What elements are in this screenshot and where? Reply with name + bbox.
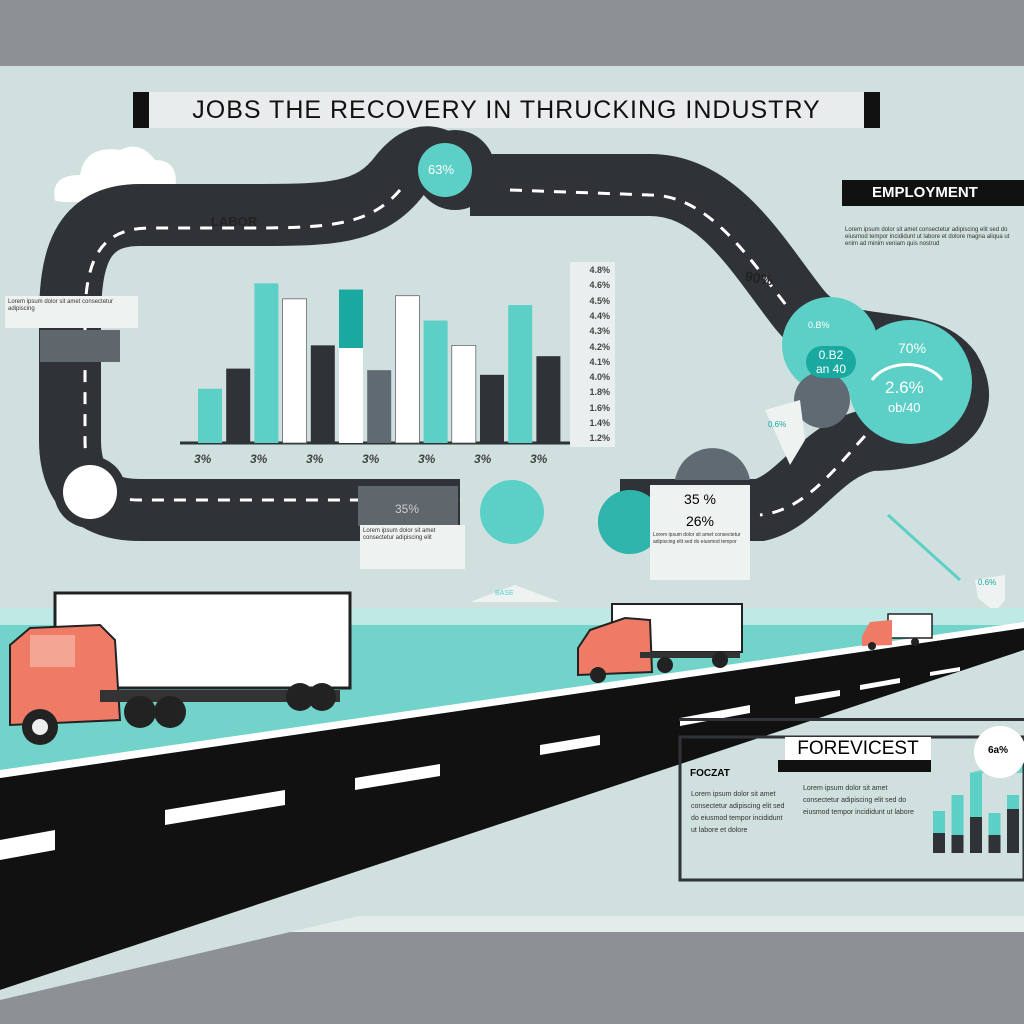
stat-box: 35 % 26% Lorem ipsum dolor sit amet cons… (650, 485, 750, 580)
tag-2: 0.6% (978, 578, 997, 587)
forecast-subtitle: FOCZAT (690, 768, 730, 779)
x-tick-label: 3% (530, 452, 548, 466)
x-tick-label: 3% (474, 452, 492, 466)
y-axis: 4.8% 4.6% 4.5% 4.4% 4.3% 4.2% 4.1% 4.0% 1.8% 1.6%… (570, 262, 615, 447)
employment-label: EMPLOYMENT (842, 180, 1024, 206)
left-note: Lorem ipsum dolor sit amet consectetur a… (5, 296, 138, 328)
big-circle-value: 2.6% (885, 378, 924, 397)
y-tick-label: 4.1% (589, 356, 610, 367)
forecast-bar-1-1 (933, 833, 945, 853)
forecast-bar-5-2 (1007, 795, 1019, 809)
forecast-bar-4-1 (988, 835, 1001, 853)
labor-note: Lorem ipsum dolor sit amet consectetur (186, 234, 292, 240)
forecast-bar-5-1 (1007, 809, 1019, 853)
labor-label: LABOR (211, 214, 258, 229)
small-circle-top: 0.B% (808, 320, 830, 330)
bar-13 (536, 356, 561, 443)
truck-small (862, 613, 933, 650)
percent-circle (418, 143, 472, 197)
forecast-note-1: Lorem ipsum dolor sit amet consectetur a… (691, 791, 785, 834)
percent-top: 63% (428, 162, 455, 177)
big-circle-sub: ob/40 (888, 400, 921, 415)
small-circle-value: 0.B2 an 40 (806, 346, 856, 378)
forecast-bar-3-2 (970, 773, 982, 817)
top-band (0, 0, 1024, 66)
tag-1: 0.6% (768, 420, 787, 429)
big-stat-circle (848, 320, 972, 444)
bar-2 (226, 368, 251, 443)
y-tick-label: 1.6% (589, 402, 610, 413)
big-circle-top: 70% (898, 340, 927, 356)
y-tick-label: 1.2% (589, 433, 610, 444)
bar-chart (198, 283, 561, 444)
x-tick-label: 3% (418, 452, 436, 466)
stat-box-value-1: 35 % (684, 491, 716, 507)
forecast-badge: 6a% (988, 745, 1009, 756)
y-tick-label: 4.5% (589, 295, 610, 306)
road-segment (40, 330, 120, 362)
x-tick-label: 3% (250, 452, 268, 466)
forecast-bar-2-1 (951, 835, 964, 853)
y-tick-label: 4.0% (589, 372, 610, 383)
x-tick-label: 3% (194, 452, 212, 466)
forecast-bar-1-2 (933, 811, 945, 833)
small-circle-sub: an 40 (815, 362, 847, 376)
bar-10 (451, 345, 477, 444)
y-tick-label: 4.6% (589, 280, 610, 291)
percent-mid: 35% (395, 502, 420, 516)
y-tick-label: 4.8% (589, 265, 610, 275)
bar-8 (395, 295, 420, 444)
forecast-note-2: Lorem ipsum dolor sit amet consectetur a… (803, 785, 914, 816)
bar-5 (310, 345, 335, 443)
start-circle (63, 465, 117, 519)
forecast-bar-chart (933, 773, 1019, 853)
y-tick-label: 1.4% (589, 418, 610, 428)
bar-1 (198, 388, 222, 443)
stat-box-value-2: 26% (685, 513, 715, 529)
y-tick-label: 4.3% (589, 326, 610, 337)
bar-9 (423, 320, 448, 443)
small-circle-value-text: 0.B2 (818, 348, 844, 362)
stat-box-note: Lorem ipsum dolor sit amet consectetur a… (653, 532, 741, 545)
bar-3 (254, 283, 279, 443)
forecast-bar-2-2 (951, 795, 964, 835)
y-tick-label: 4.4% (589, 310, 610, 321)
mid-note: Lorem ipsum dolor sit amet consectetur a… (360, 525, 465, 569)
bar-4 (282, 298, 307, 444)
truck-medium (577, 603, 743, 683)
sign-text: BASE (495, 590, 514, 597)
bar-7 (367, 370, 392, 443)
truck-large (9, 591, 352, 745)
x-tick-label: 3% (362, 452, 380, 466)
forecast-title: FOREVICEST (785, 737, 931, 760)
x-tick-label: 3% (306, 452, 324, 466)
y-tick-label: 4.2% (589, 341, 610, 352)
teal-circle (480, 480, 544, 544)
forecast-bar-3-1 (970, 817, 982, 853)
forecast-bar-4-2 (988, 813, 1001, 835)
bar-6-lower (339, 348, 363, 443)
bar-11 (480, 374, 504, 443)
y-tick-label: 1.8% (589, 387, 610, 398)
bar-12 (508, 305, 533, 443)
page-title: JOBS THE RECOVERY IN THRUCKING INDUSTRY (133, 92, 880, 128)
employment-note: Lorem ipsum dolor sit amet consectetur a… (845, 227, 1010, 247)
